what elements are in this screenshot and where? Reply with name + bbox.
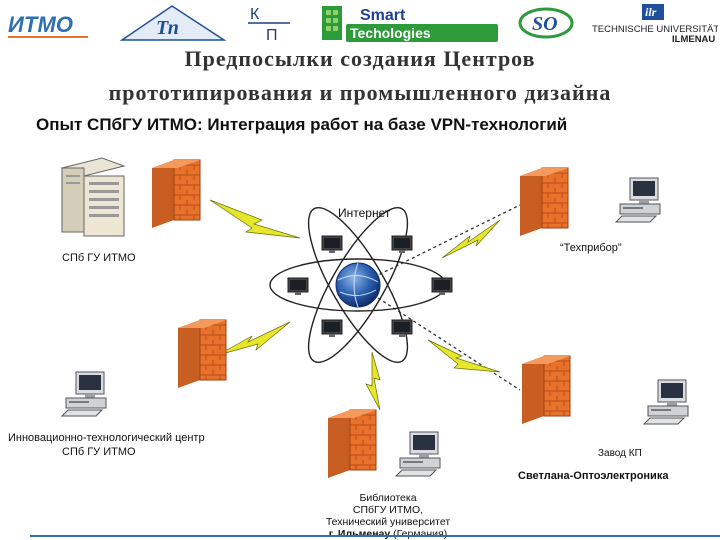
library-label-country: (Германия) bbox=[393, 528, 448, 540]
computer-icon bbox=[615, 177, 661, 223]
tn-logo: Тп bbox=[112, 2, 230, 44]
firewall-icon bbox=[151, 159, 201, 229]
so-logo-text: SO bbox=[532, 13, 558, 35]
library-label-line3: Технический университет bbox=[325, 516, 451, 528]
lightning-bolt bbox=[365, 351, 381, 411]
library-label-line4: г. Ильменау (Германия) bbox=[300, 528, 476, 540]
library-label-line1: Библиотека bbox=[359, 492, 417, 504]
tu-logo-line2: ILMENAU bbox=[672, 34, 715, 44]
firewall-icon bbox=[519, 167, 569, 237]
kp-logo-top: К bbox=[250, 6, 260, 23]
firewall-icon bbox=[177, 319, 227, 389]
node-label-innov-line1: Инновационно-технологический центр bbox=[8, 432, 205, 444]
slide-title-line1: Предпосылки создания Центров bbox=[184, 46, 536, 71]
server-rack-icon bbox=[60, 157, 126, 237]
internet-label: Интернет bbox=[338, 206, 391, 220]
internet-cloud bbox=[269, 206, 453, 364]
kp-logo-bottom: П bbox=[266, 27, 278, 44]
slide-subtitle: Опыт СПбГУ ИТМО: Интеграция работ на баз… bbox=[36, 115, 568, 134]
node-label-innov-line2: СПб ГУ ИТМО bbox=[62, 446, 136, 458]
tu-logo-line1: TECHNISCHE UNIVERSITÄT bbox=[592, 24, 718, 35]
library-label: Библиотека СПбГУ ИТМО, Технический униве… bbox=[300, 492, 476, 540]
tu-ilmenau-logo: ilr TECHNISCHE UNIVERSITÄT ILMENAU bbox=[588, 2, 718, 44]
node-label-tehpribor: “Техприбор” bbox=[560, 242, 622, 254]
node-label-svetlana: Светлана-Оптоэлектроника bbox=[518, 470, 669, 482]
smart-technologies-logo: Smart Techologies bbox=[318, 2, 502, 44]
smart-logo-line1: Smart bbox=[360, 7, 406, 24]
logo-bar: ИТМО Тп К П Smart Techologies bbox=[0, 0, 720, 46]
itmo-logo-text: ИТМО bbox=[8, 12, 73, 37]
itmo-logo: ИТМО bbox=[2, 2, 98, 44]
slide-title-line2: прототипирования и промышленного дизайна bbox=[108, 80, 612, 105]
node-label-spbgu: СПб ГУ ИТМО bbox=[62, 252, 136, 264]
lightning-bolt bbox=[441, 219, 501, 259]
library-label-city: г. Ильменау bbox=[328, 528, 391, 540]
library-label-line2: СПбГУ ИТМО, bbox=[352, 504, 424, 516]
computer-icon bbox=[61, 371, 107, 417]
firewall-icon bbox=[327, 409, 377, 479]
computer-icon bbox=[643, 379, 689, 425]
smart-logo-line2: Techologies bbox=[350, 25, 431, 41]
bottom-rule bbox=[30, 535, 720, 537]
lightning-bolt bbox=[217, 321, 291, 356]
lightning-bolt bbox=[209, 199, 301, 239]
tn-logo-text: Тп bbox=[156, 17, 179, 39]
lightning-bolt bbox=[427, 339, 501, 373]
so-logo: SO bbox=[514, 2, 578, 44]
globe-icon bbox=[335, 262, 381, 308]
node-label-zavod: Завод КП bbox=[598, 448, 642, 459]
computer-icon bbox=[395, 431, 441, 477]
tu-logo-badge: ilr bbox=[645, 5, 657, 19]
firewall-icon bbox=[521, 355, 571, 425]
kp-logo: К П bbox=[246, 2, 292, 44]
